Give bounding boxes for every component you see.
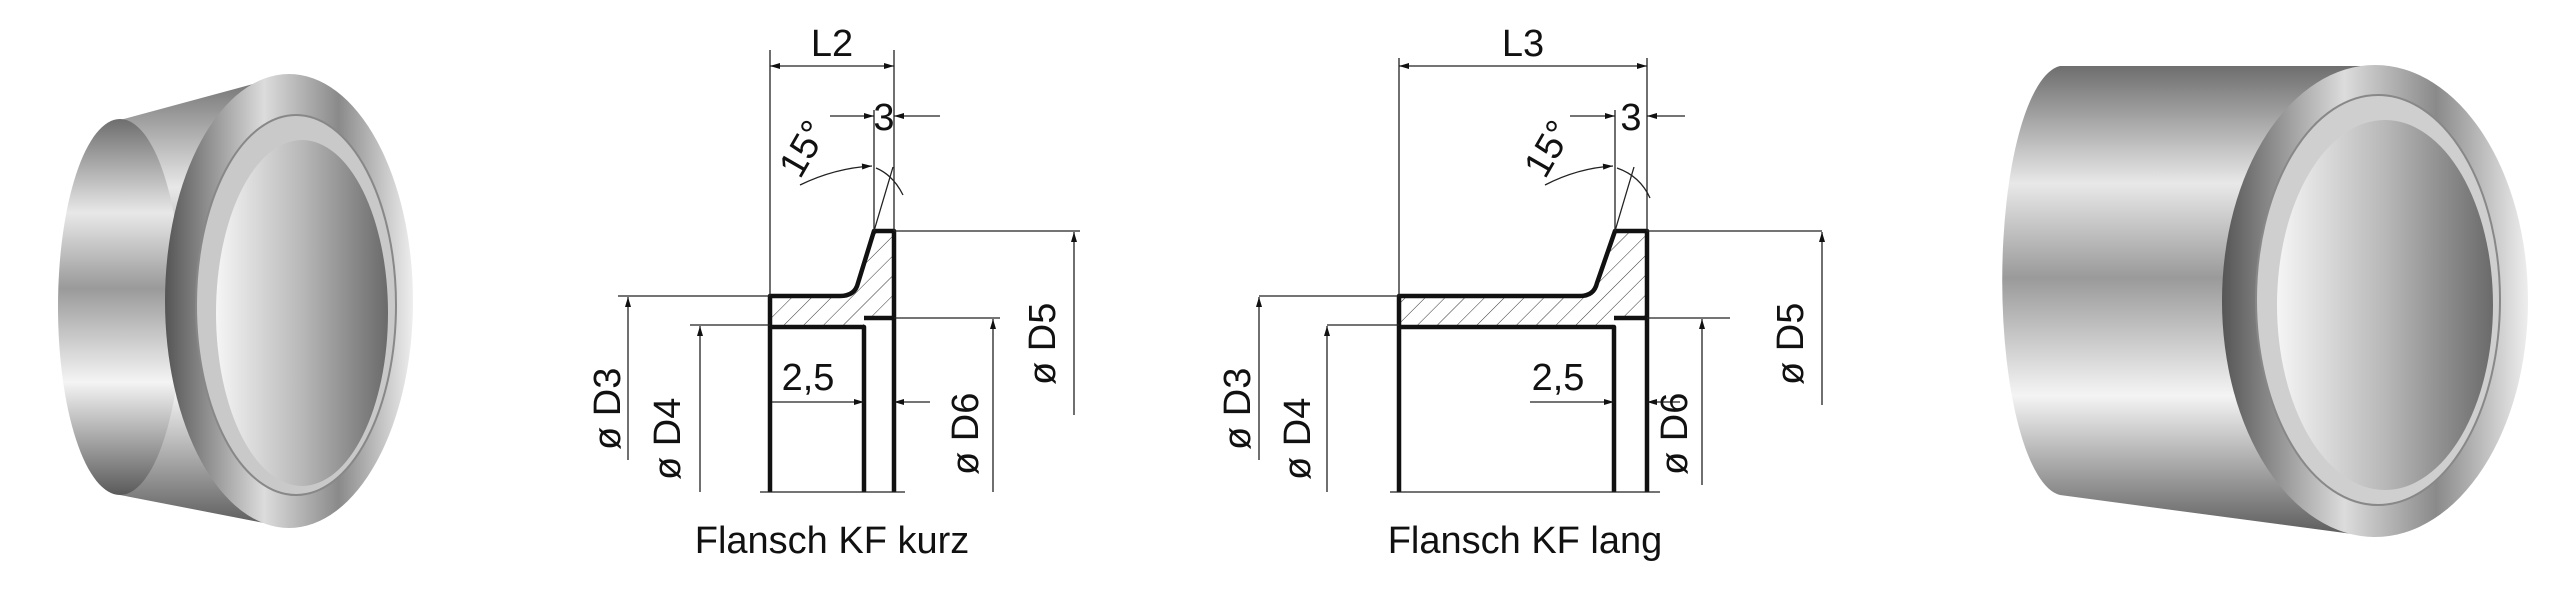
d3-label: ø D3 bbox=[1217, 368, 1259, 450]
short-flange-caption: Flansch KF kurz bbox=[695, 520, 970, 562]
l2-label: L2 bbox=[811, 23, 853, 65]
thickness-3-label: 3 bbox=[873, 97, 894, 139]
recess-2-5-label: 2,5 bbox=[782, 357, 835, 399]
d5-label: ø D5 bbox=[1770, 303, 1812, 385]
d5-label: ø D5 bbox=[1022, 303, 1064, 385]
short-flange-section-drawing: L2 3 15° 2,5 ø D3 ø D4 ø D6 ø D5 Flansch… bbox=[587, 23, 1080, 562]
d6-label: ø D6 bbox=[1654, 393, 1696, 475]
d6-label: ø D6 bbox=[945, 393, 987, 475]
thickness-3-label: 3 bbox=[1620, 97, 1641, 139]
long-flange-caption: Flansch KF lang bbox=[1388, 520, 1663, 562]
short-flange-3d-render bbox=[58, 74, 413, 528]
l3-label: L3 bbox=[1502, 23, 1544, 65]
d4-label: ø D4 bbox=[647, 398, 689, 480]
long-flange-3d-render bbox=[2002, 65, 2528, 537]
recess-2-5-label: 2,5 bbox=[1532, 357, 1585, 399]
d4-label: ø D4 bbox=[1277, 398, 1319, 480]
d3-label: ø D3 bbox=[587, 368, 629, 450]
long-flange-section-drawing: L3 3 15° 2,5 ø D3 ø D4 ø D6 ø D5 Flansch… bbox=[1217, 23, 1825, 562]
